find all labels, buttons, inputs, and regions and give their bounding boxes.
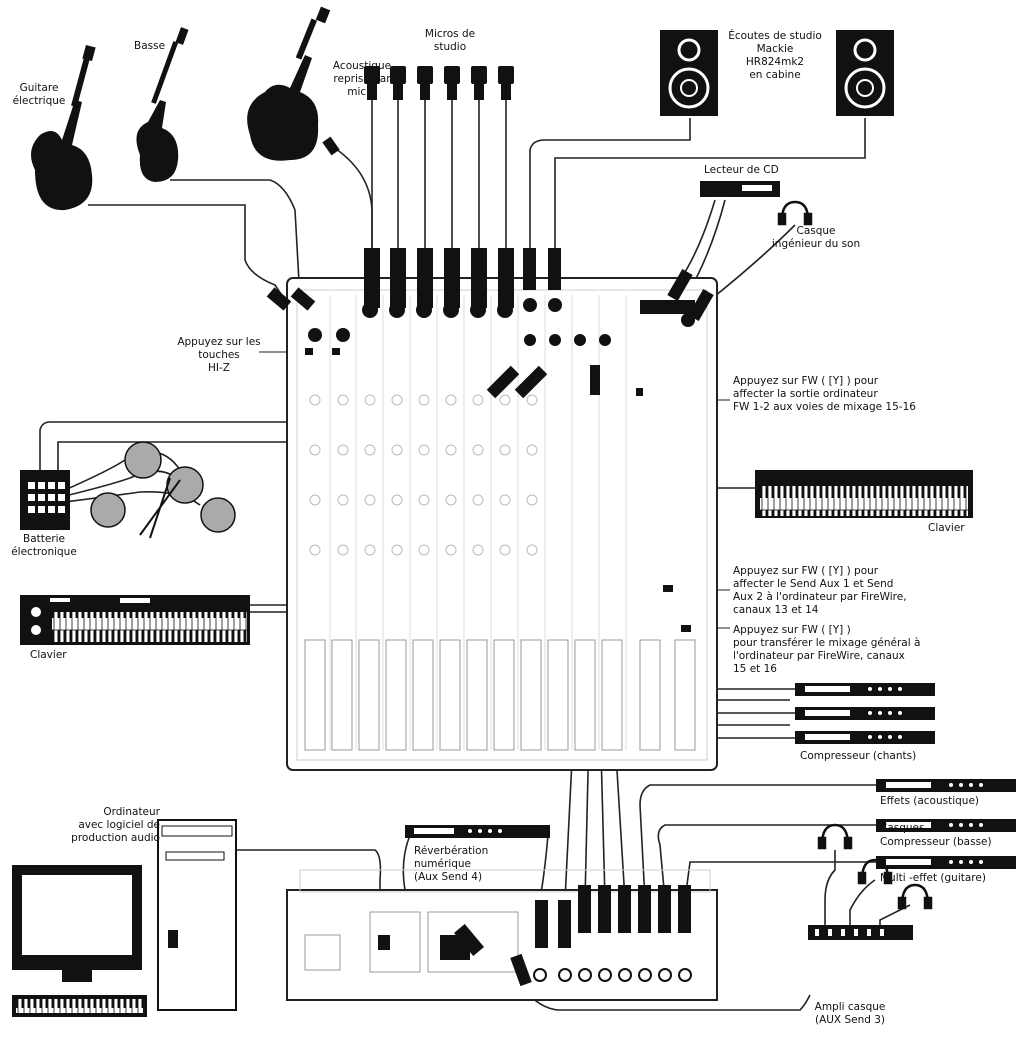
rack-compressor-1: [795, 683, 935, 696]
label-fw1: Appuyez sur FW ( [Y] ) pour affecter la …: [733, 375, 916, 413]
headphones-icon: [817, 823, 853, 850]
connectors: [266, 248, 714, 399]
label-compresseur-basse: Compresseur (basse): [880, 836, 992, 848]
label-lecteur-cd: Lecteur de CD: [704, 164, 779, 176]
label-hiz: Appuyez sur les touches HI-Z: [177, 336, 261, 374]
acoustic-guitar-icon: [247, 6, 340, 161]
drum-pads-icon: [90, 441, 236, 539]
cd-player-icon: [700, 181, 780, 197]
studio-microphones: [364, 66, 514, 100]
rack-compressor-2: [795, 707, 935, 720]
rack-reverb: [405, 825, 550, 838]
computer-keyboard-icon: [12, 995, 147, 1017]
label-fw2: Appuyez sur FW ( [Y] ) pour affecter le …: [733, 565, 907, 616]
label-multi-effet: Multi -effet (guitare): [880, 872, 986, 884]
mixer-rear-panel: [286, 869, 718, 1001]
keyboard-right-icon: [755, 470, 973, 518]
rack-effets: [876, 779, 1016, 792]
label-acoustique: Acoustique reprise par micro: [332, 60, 392, 98]
label-guitare: Guitare électrique: [12, 82, 66, 107]
headphones-icon: [897, 883, 933, 910]
rack-compressor-chants: [795, 731, 935, 744]
studio-monitor-left-icon: [660, 30, 718, 116]
bass-guitar-icon: [136, 27, 189, 182]
microphone-icon: [417, 66, 433, 100]
rack-multi-effet: [876, 856, 1016, 869]
computer-monitor-icon: [12, 865, 142, 982]
computer-tower-icon: [157, 819, 237, 1011]
label-casque-ingenieur: Casque ingénieur du son: [771, 225, 861, 250]
label-effets: Effets (acoustique): [880, 795, 980, 807]
electric-guitar-icon: [31, 44, 96, 211]
label-casques: Casques: [880, 822, 925, 834]
headphone-amp-icon: [808, 925, 913, 940]
label-ecoutes: Écoutes de studio Mackie HR824mk2 en cab…: [728, 30, 822, 81]
microphone-icon: [498, 66, 514, 100]
headphones-icon: [857, 858, 893, 885]
microphone-icon: [444, 66, 460, 100]
rack-compressor-basse: [876, 819, 1016, 832]
label-clavier-left: Clavier: [30, 649, 67, 661]
label-fw3: Appuyez sur FW ( [Y] ) pour transférer l…: [733, 624, 921, 675]
label-micros: Micros de studio: [424, 28, 476, 53]
label-ampli-casque: Ampli casque (AUX Send 3): [814, 1001, 886, 1026]
keyboard-left-icon: [20, 595, 250, 645]
label-clavier-right: Clavier: [928, 522, 965, 534]
mixer-console: [286, 277, 718, 771]
microphone-icon: [471, 66, 487, 100]
microphone-icon: [364, 66, 380, 100]
label-basse: Basse: [134, 40, 166, 52]
label-batterie: Batterie électronique: [11, 533, 77, 558]
headphones-icon: [777, 200, 813, 226]
studio-monitor-right-icon: [836, 30, 894, 116]
drum-machine-icon: [20, 470, 70, 530]
microphone-icon: [390, 66, 406, 100]
label-reverb: Réverbération numérique (Aux Send 4): [414, 845, 489, 883]
label-ordinateur: Ordinateur avec logiciel de production a…: [71, 806, 160, 844]
label-compresseur-chants: Compresseur (chants): [800, 750, 917, 762]
